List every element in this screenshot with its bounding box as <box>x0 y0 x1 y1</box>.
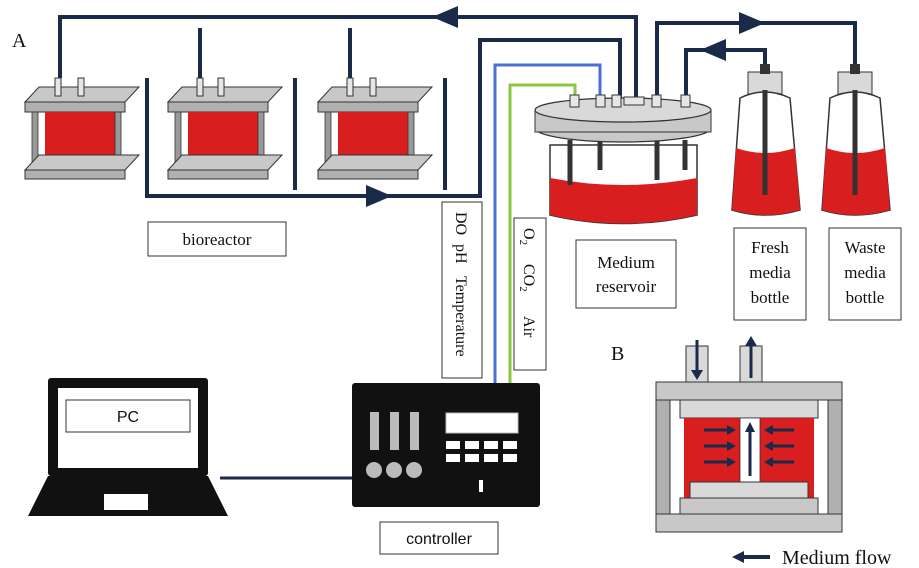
medium-flow-legend-label: Medium flow <box>782 547 892 568</box>
flow-arrow-fresh <box>700 39 726 61</box>
fresh-bottle-label-line2: media <box>749 263 791 282</box>
sensor-do-label: DO <box>452 212 469 235</box>
sensor-label-box <box>441 201 483 379</box>
bioreactor-3 <box>316 77 434 180</box>
panel-label-a: A <box>12 30 27 52</box>
medium-reservoir-label-line1: Medium <box>597 253 655 272</box>
bioreactor-1 <box>23 77 141 180</box>
panel-label-b: B <box>611 343 624 365</box>
fresh-media-bottle <box>731 64 801 216</box>
gas-label-box <box>513 217 547 371</box>
medium-reservoir-label-line2: reservoir <box>596 277 657 296</box>
waste-bottle-label-box <box>828 227 902 321</box>
tubing-lines <box>58 15 857 198</box>
gas-o2-subscript: 2 <box>517 240 529 246</box>
waste-bottle-label-line1: Waste <box>844 238 885 257</box>
fresh-bottle-label-line1: Fresh <box>751 238 789 257</box>
waste-media-bottle <box>821 64 891 216</box>
flow-arrow-top <box>432 6 458 28</box>
controller-label-box <box>379 521 499 555</box>
controller-unit <box>352 383 540 507</box>
gas-co2-text: CO <box>520 264 537 286</box>
flow-arrow-waste <box>739 12 765 34</box>
pc-label-box <box>65 399 191 433</box>
sensor-ph-label: pH <box>452 244 469 264</box>
medium-reservoir-label-box <box>575 239 677 309</box>
sensor-wire <box>493 63 602 383</box>
chamber-cross-section <box>655 336 843 533</box>
bioreactor-label-box <box>147 221 287 257</box>
medium-flow-legend: Medium flow <box>732 547 892 568</box>
gas-co2-subscript: 2 <box>517 286 529 292</box>
waste-bottle-label-line2: media <box>844 263 886 282</box>
sensor-temperature-label: Temperature <box>452 276 469 357</box>
fresh-bottle-label-box <box>733 227 807 321</box>
flow-arrow-bottom <box>366 185 392 207</box>
bioreactor-label: bioreactor <box>183 230 252 249</box>
medium-reservoir <box>534 94 712 225</box>
gas-line <box>508 83 577 383</box>
bioreactor-2 <box>166 77 284 180</box>
controller-label: controller <box>406 531 472 548</box>
fresh-bottle-label-line3: bottle <box>751 288 790 307</box>
gas-o2-text: O <box>520 228 537 240</box>
waste-bottle-label-line3: bottle <box>846 288 885 307</box>
laptop-pc: PC <box>28 378 228 516</box>
pc-label: PC <box>117 409 139 426</box>
gas-air-label: Air <box>520 316 537 338</box>
gas-o2-label: O2 <box>517 228 537 245</box>
gas-co2-label: CO2 <box>517 264 537 292</box>
